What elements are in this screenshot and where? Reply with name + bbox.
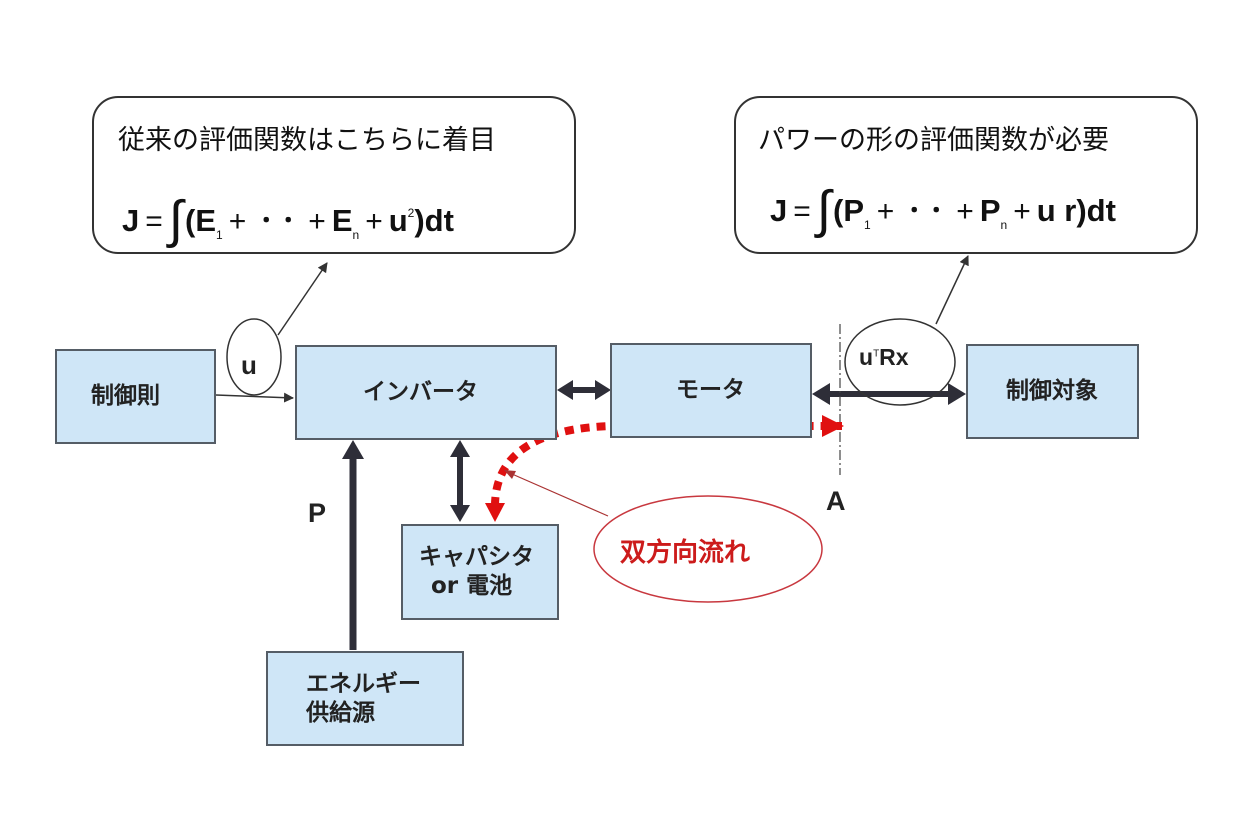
motor-block: モータ <box>610 343 812 438</box>
utrx-label: uTRx <box>859 344 909 371</box>
formula-ellipsis: ・・ <box>903 198 948 223</box>
formula-term-en-subscript: n <box>352 228 360 242</box>
u-signal-ellipse <box>226 318 282 396</box>
formula-plus: + <box>365 205 383 238</box>
power-p-label: P <box>308 498 327 528</box>
capacitor-label-line1: キャパシタ <box>419 544 534 571</box>
utrx-u: u <box>859 344 874 370</box>
energy-label-line2: 供給源 <box>306 699 375 726</box>
inverter-label: インバータ <box>363 379 478 406</box>
conventional-cost-formula: J=∫(E1+・・+En+u2)dt <box>122 184 454 249</box>
energy-label-line1: エネルギー <box>306 670 421 697</box>
control-law-label: 制御則 <box>91 383 160 410</box>
formula-term-e1-subscript: 1 <box>216 228 223 242</box>
power-cost-formula: J=∫(P1+・・+Pn+u r)dt <box>770 174 1116 239</box>
integral-symbol: ∫ <box>816 181 832 239</box>
plant-block: 制御対象 <box>966 344 1139 439</box>
formula-plus: + <box>308 205 326 238</box>
conventional-cost-callout: 従来の評価関数はこちらに着目 J=∫(E1+・・+En+u2)dt <box>92 96 576 254</box>
conventional-cost-title: 従来の評価関数はこちらに着目 <box>118 125 496 156</box>
inverter-motor-left-head <box>557 380 573 400</box>
bidirectional-flow-arrow <box>491 415 844 507</box>
flow-label-leader <box>511 473 609 517</box>
inverter-capacitor-bottom-head <box>450 505 470 522</box>
motor-plant-right-head <box>948 383 966 405</box>
formula-term-p1: P <box>843 193 865 228</box>
utrx-rx: Rx <box>879 344 909 370</box>
capacitor-battery-block: キャパシタ or 電池 <box>401 524 559 620</box>
utrx-ellipse <box>844 318 956 406</box>
bidirectional-flow-down-head <box>485 503 505 522</box>
formula-open-paren: ( <box>185 203 196 238</box>
control-law-block: 制御則 <box>55 349 216 444</box>
formula-plus: + <box>228 205 247 238</box>
formula-term-u-superscript: 2 <box>407 206 415 220</box>
formula-term-ur: u r <box>1036 193 1077 228</box>
formula-term-pn-subscript: n <box>1000 218 1008 232</box>
formula-close-dt: )dt <box>414 203 454 238</box>
formula-term-u: u <box>388 203 408 238</box>
power-cost-title: パワーの形の評価関数が必要 <box>758 125 1109 156</box>
utrx-transpose: T <box>873 348 880 360</box>
flow-label-ellipse <box>593 495 823 603</box>
formula-plus: + <box>956 195 974 228</box>
energy-to-inverter-head <box>342 440 364 459</box>
utrx-leader-arrow <box>935 255 969 325</box>
formula-open-paren: ( <box>833 193 844 228</box>
formula-plus: + <box>876 195 895 228</box>
formula-term-en: E <box>331 203 353 238</box>
control-to-inverter-arrow <box>215 392 294 403</box>
formula-equals: = <box>793 195 811 228</box>
motor-label: モータ <box>676 377 745 404</box>
u-signal-label: u <box>241 350 257 380</box>
plant-label: 制御対象 <box>1006 378 1098 405</box>
flow-label-leader-head <box>504 470 516 479</box>
formula-lhs: J <box>122 203 140 238</box>
formula-plus: + <box>1013 195 1031 228</box>
power-cost-callout: パワーの形の評価関数が必要 J=∫(P1+・・+Pn+u r)dt <box>734 96 1198 254</box>
formula-term-e1: E <box>195 203 217 238</box>
formula-close-dt: )dt <box>1076 193 1116 228</box>
formula-ellipsis: ・・ <box>255 208 300 233</box>
formula-lhs: J <box>770 193 788 228</box>
integral-symbol: ∫ <box>168 191 184 249</box>
formula-term-pn: P <box>979 193 1001 228</box>
measurement-a-label: A <box>826 486 846 516</box>
motor-plant-left-head <box>812 383 830 405</box>
capacitor-label-line2: or 電池 <box>431 573 513 599</box>
inverter-motor-right-head <box>595 380 611 400</box>
inverter-capacitor-top-head <box>450 440 470 457</box>
formula-term-p1-subscript: 1 <box>864 218 871 232</box>
energy-supply-block: エネルギー 供給源 <box>266 651 464 746</box>
bidirectional-flow-label: 双方向流れ <box>620 538 751 568</box>
inverter-block: インバータ <box>295 345 557 440</box>
formula-equals: = <box>145 205 163 238</box>
u-leader-arrow <box>277 262 328 336</box>
